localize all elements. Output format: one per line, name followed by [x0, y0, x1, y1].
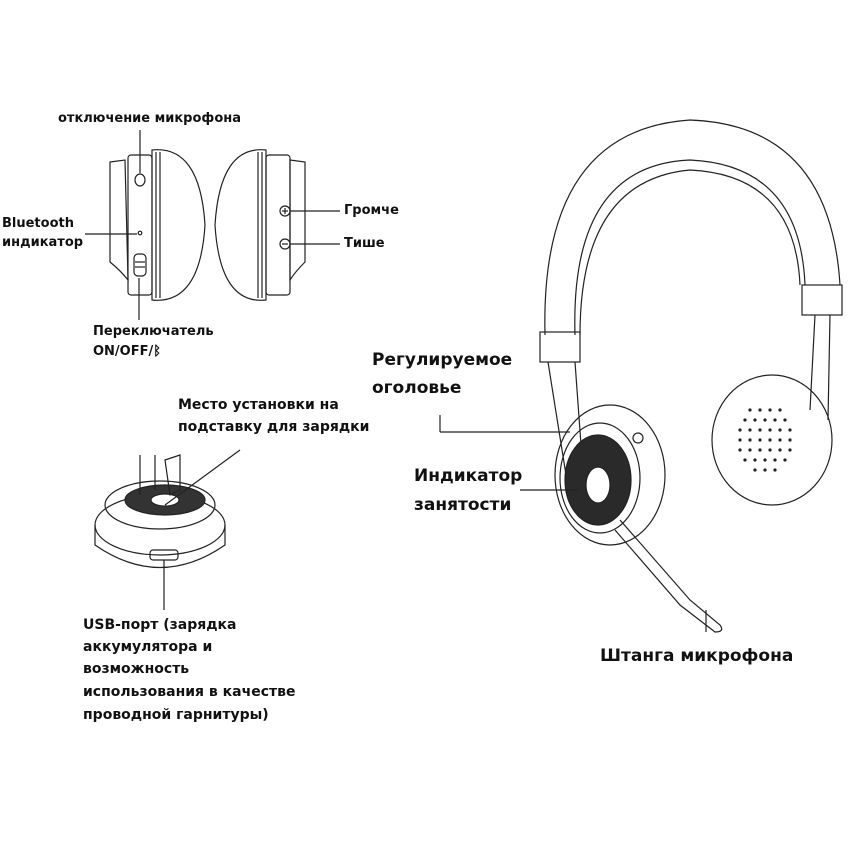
right-earcup-side-view — [214, 149, 306, 301]
bluetooth-indicator-label-line2: индикатор — [2, 235, 84, 250]
charging-dock-label-line2: подставку для зарядки — [178, 419, 370, 435]
usb-port-label-line3: возможность — [83, 661, 190, 677]
speaker-grille — [738, 408, 792, 472]
mic-mute-label: отключение микрофона — [58, 111, 242, 126]
usb-port-label-line2: аккумулятора и — [83, 639, 213, 655]
usb-port-label-line1: USB-порт (зарядка — [83, 617, 237, 633]
bluetooth-icon: ᛒ — [153, 344, 162, 359]
left-earcup-side-view — [109, 149, 206, 301]
power-switch-modes: ON/OFF/ — [93, 344, 154, 359]
power-switch-label-line1: Переключатель — [93, 324, 214, 339]
main-headset-view — [439, 119, 843, 633]
charging-base-view — [94, 449, 241, 610]
busy-indicator-label-line2: занятости — [414, 495, 512, 515]
busy-indicator-label-line1: Индикатор — [414, 466, 523, 486]
usb-port-label-line5: проводной гарнитуры) — [83, 707, 269, 723]
volume-up-label: Громче — [344, 203, 399, 218]
bluetooth-indicator-label-line1: Bluetooth — [2, 216, 74, 231]
headband-label-line2: оголовье — [372, 378, 462, 398]
volume-down-label: Тише — [344, 236, 385, 251]
charging-dock-label-line1: Место установки на — [178, 397, 339, 413]
headband-label-line1: Регулируемое — [372, 350, 513, 370]
power-switch-label-line2: ON/OFF/ᛒ — [93, 344, 161, 360]
mic-boom-label: Штанга микрофона — [600, 646, 794, 666]
usb-port-label-line4: использования в качестве — [83, 684, 296, 700]
